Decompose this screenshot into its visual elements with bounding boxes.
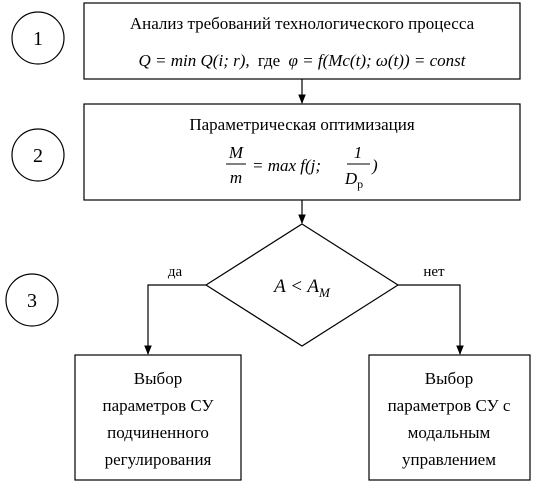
- box-requirements-analysis: Анализ требований технологического проце…: [83, 2, 521, 80]
- box2-inner-den-sub: р: [357, 177, 363, 191]
- box2-inner-den-main: D: [344, 169, 358, 188]
- no-label: нет: [423, 264, 445, 280]
- connector-yes: [144, 284, 206, 355]
- yes-label: да: [168, 264, 183, 280]
- box-right-line-4: управлением: [402, 450, 496, 469]
- box2-formula-eq: = max f(j;: [252, 156, 321, 175]
- box-right-line-2: параметров СУ с: [388, 396, 511, 415]
- box1-title: Анализ требований технологического проце…: [130, 14, 475, 33]
- decision-diamond: A < AM: [204, 223, 400, 347]
- box2-frac-num: M: [228, 143, 244, 162]
- box-right-line-1: Выбор: [425, 369, 473, 388]
- step-number-3: 3: [27, 290, 37, 312]
- decision-condition-sub: M: [318, 285, 331, 300]
- step-number-2: 2: [33, 145, 43, 167]
- box-modal-control: Выбор параметров СУ с модальным управлен…: [368, 354, 531, 481]
- box1-formula-mid: где: [258, 51, 280, 70]
- box-subordinate-control: Выбор параметров СУ подчиненного регулир…: [74, 354, 242, 481]
- box1-formula-rhs: φ = f(Mc(t); ω(t)) = const: [288, 51, 466, 70]
- box-left-line-1: Выбор: [134, 369, 182, 388]
- box2-formula-close: ): [371, 156, 378, 175]
- box2-inner-num: 1: [354, 143, 363, 162]
- box-left-line-3: подчиненного: [107, 423, 209, 442]
- decision-condition-main: A < A: [272, 276, 319, 297]
- box-left-line-2: параметров СУ: [102, 396, 214, 415]
- step-marker-2: 2: [11, 128, 65, 182]
- box1-formula-lhs: Q = min Q(i; r),: [139, 51, 250, 70]
- box1-formula: Q = min Q(i; r), где φ = f(Mc(t); ω(t)) …: [139, 51, 467, 70]
- box2-inner-den: Dр: [344, 169, 363, 191]
- box-right-line-3: модальным: [408, 423, 491, 442]
- box-left-line-4: регулирования: [105, 450, 212, 469]
- step-number-1: 1: [33, 28, 43, 50]
- step-marker-3: 3: [5, 273, 59, 327]
- box-parametric-optimization: Параметрическая оптимизация M m = max f(…: [83, 103, 521, 201]
- box2-title: Параметрическая оптимизация: [189, 115, 415, 134]
- connector-no: [398, 284, 464, 355]
- box2-frac-den: m: [230, 168, 242, 187]
- step-marker-1: 1: [11, 11, 65, 65]
- decision-condition: A < AM: [272, 276, 331, 300]
